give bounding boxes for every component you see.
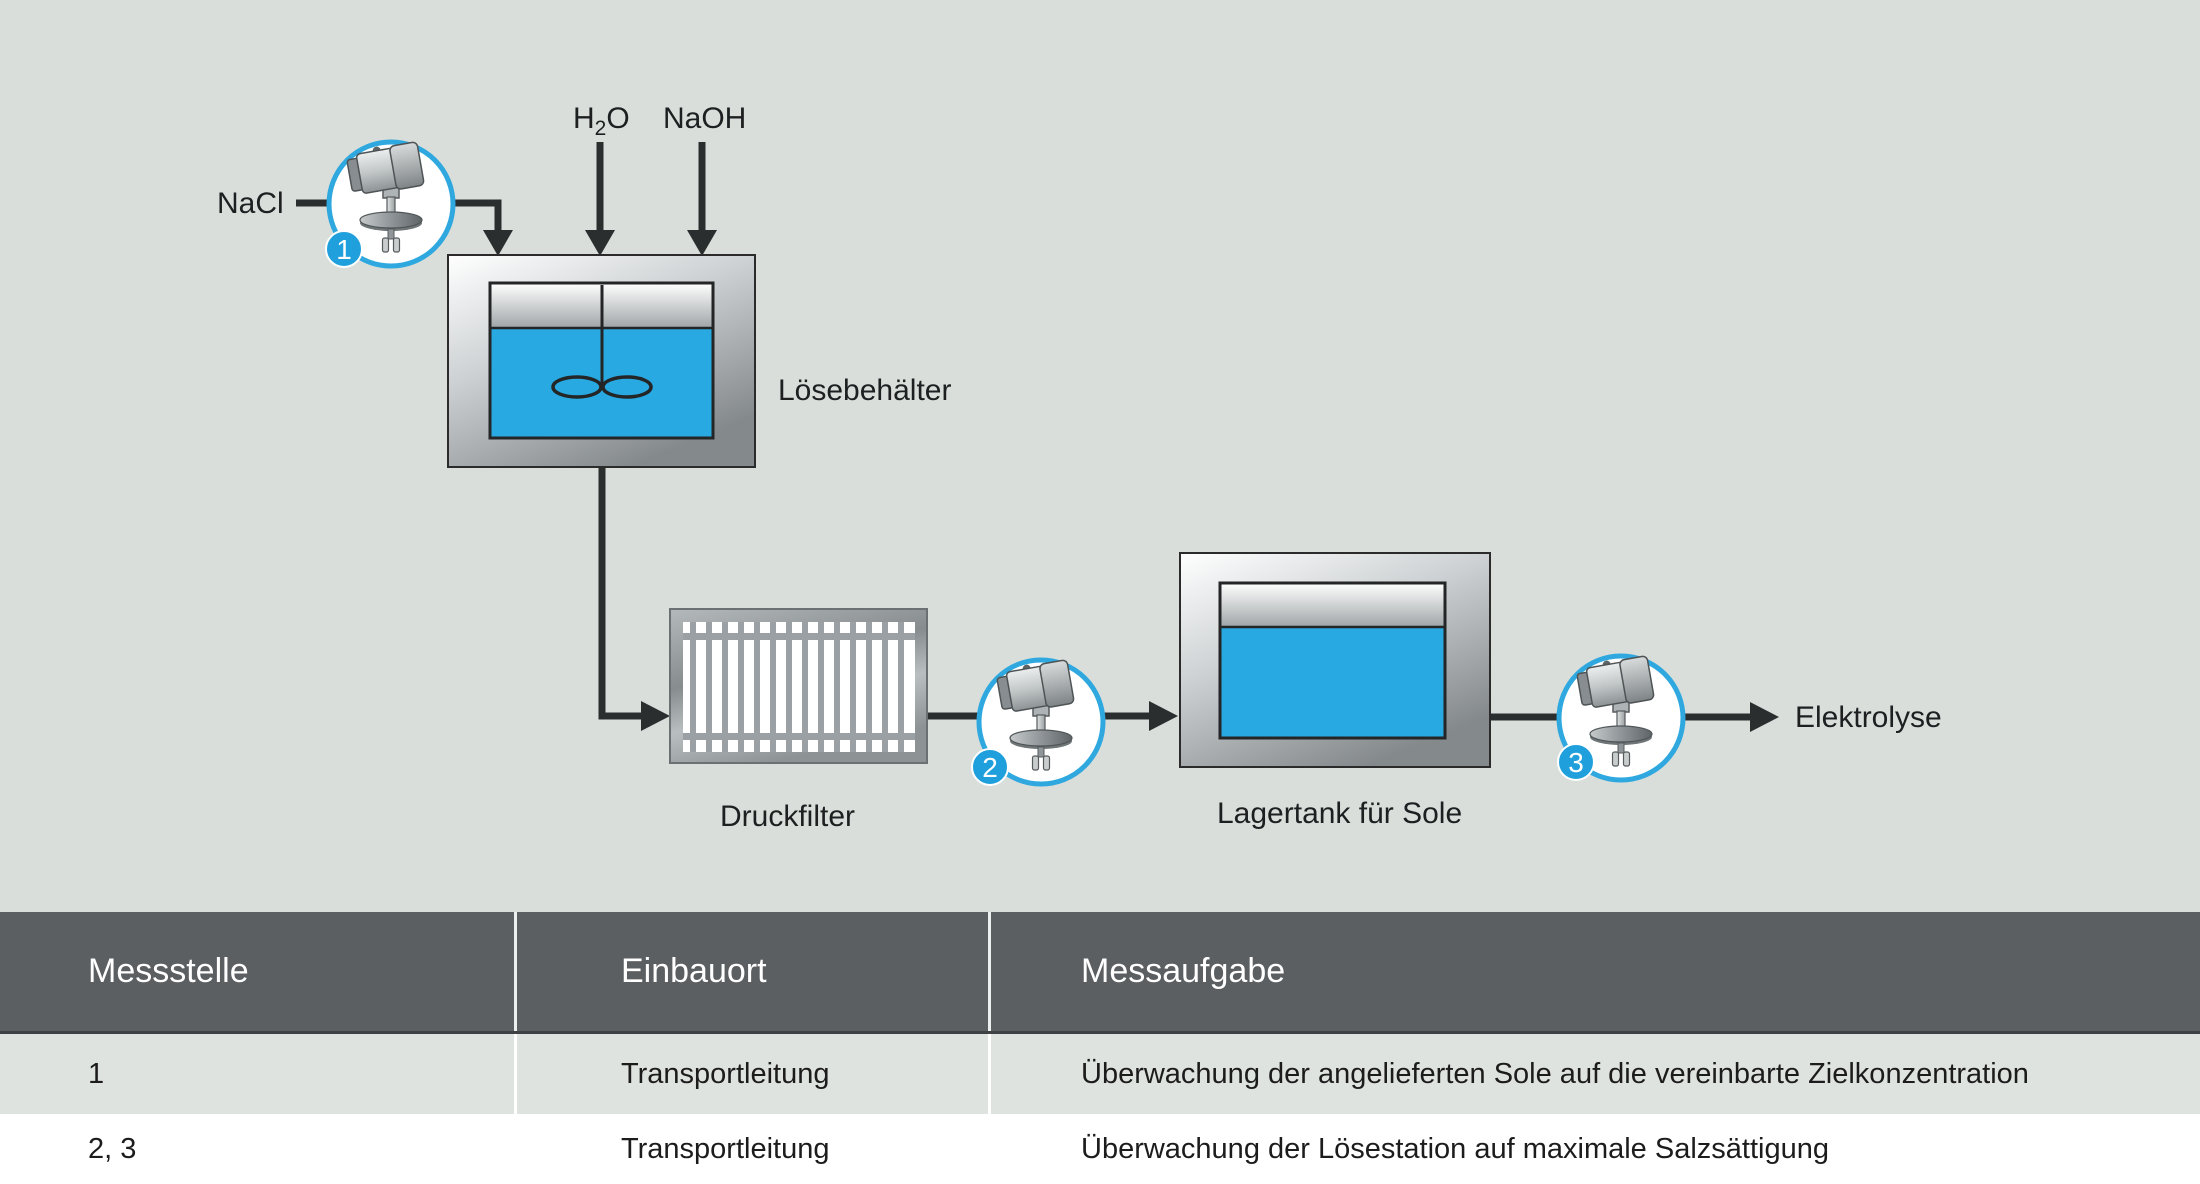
measuring-point-badge <box>325 230 363 268</box>
electrolysis-label: Elektrolyse <box>1795 701 1942 734</box>
measuring-point-3: 3 <box>1556 652 1686 783</box>
cell-messaufgabe: Überwachung der Lösestation auf maximale… <box>1081 1132 1829 1165</box>
flow-arrow <box>641 701 670 731</box>
flow-arrow <box>1149 701 1178 731</box>
flow-arrow <box>687 230 717 256</box>
stirrer-icon <box>551 285 653 399</box>
measuring-points-table: Messstelle Einbauort Messaufgabe 1 Trans… <box>0 912 2200 1184</box>
column-header-einbauort: Einbauort <box>517 912 991 1031</box>
flow-arrow <box>585 230 615 256</box>
tank-outlet-line <box>598 466 641 720</box>
dissolving-tank-label: Lösebehälter <box>778 374 951 407</box>
column-header-messaufgabe: Messaufgabe <box>1081 952 1286 990</box>
measuring-point-badge <box>971 748 1009 786</box>
measuring-point-2: 2 <box>971 656 1106 787</box>
storage-tank-liquid <box>1220 627 1445 738</box>
measuring-point-1: 1 <box>325 138 456 269</box>
measuring-point-number: 3 <box>1568 747 1584 778</box>
cell-einbauort: Transportleitung <box>517 1114 991 1184</box>
table-row: 1 Transportleitung Überwachung der angel… <box>0 1034 2200 1114</box>
dissolving-tank-icon <box>447 254 756 468</box>
pressure-filter-label: Druckfilter <box>720 800 855 833</box>
brine-storage-tank-icon <box>1179 552 1491 768</box>
nacl-label: NaCl <box>217 187 284 220</box>
cell-messaufgabe: Überwachung der angelieferten Sole auf d… <box>1081 1057 2029 1090</box>
flow-arrow <box>483 230 513 256</box>
cell-messstelle: 2, 3 <box>0 1114 517 1184</box>
measuring-point-number: 2 <box>982 752 998 783</box>
flow-arrow <box>1750 702 1779 732</box>
measuring-point-number: 1 <box>336 234 352 265</box>
table-header-row: Messstelle Einbauort Messaufgabe <box>0 912 2200 1034</box>
process-flow-diagram: 1 2 3 NaCl H2O NaOH Lösebehälter Druckfi… <box>217 102 1942 833</box>
h2o-label: H2O <box>573 102 630 140</box>
measuring-point-badge <box>1557 743 1595 781</box>
cell-einbauort: Transportleitung <box>517 1034 991 1114</box>
cell-messstelle: 1 <box>0 1034 517 1114</box>
pressure-filter-icon <box>669 608 928 764</box>
column-header-messstelle: Messstelle <box>0 912 517 1031</box>
brine-storage-tank-label: Lagertank für Sole <box>1217 797 1462 830</box>
naoh-label: NaOH <box>663 102 746 135</box>
table-row: 2, 3 Transportleitung Überwachung der Lö… <box>0 1114 2200 1184</box>
flow-arrowheads <box>483 230 1779 732</box>
